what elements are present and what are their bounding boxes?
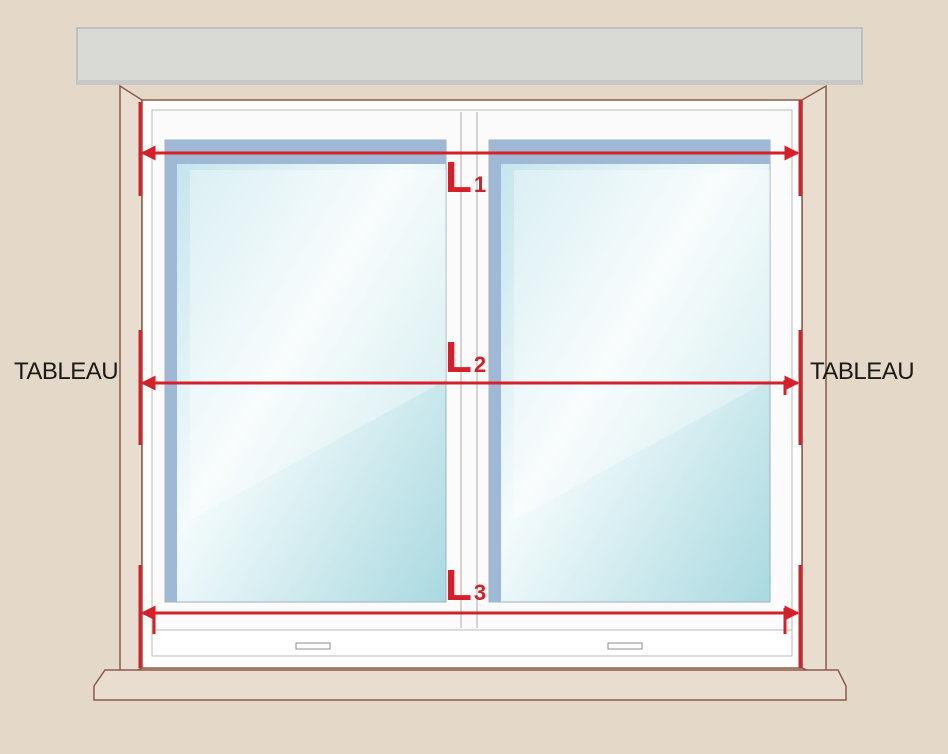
lintel-shadow bbox=[77, 80, 862, 85]
bottom-rail bbox=[151, 629, 793, 657]
label-l3: L3 bbox=[445, 561, 486, 610]
label-l1: L1 bbox=[445, 153, 486, 202]
vent-right bbox=[607, 642, 643, 650]
label-l2: L2 bbox=[445, 333, 486, 382]
vent-left bbox=[295, 642, 331, 650]
window-sill bbox=[93, 669, 847, 701]
left-glass-pane bbox=[164, 139, 447, 603]
right-glass-pane bbox=[488, 139, 771, 603]
label-tableau-right: TABLEAU bbox=[810, 358, 914, 385]
lintel bbox=[76, 27, 863, 85]
label-tableau-left: TABLEAU bbox=[14, 358, 118, 385]
